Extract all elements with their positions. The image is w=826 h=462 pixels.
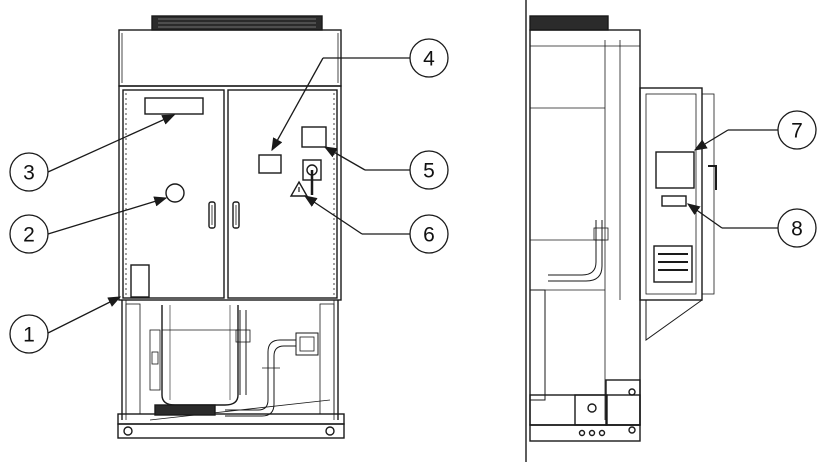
callout-5-number: 5 [423,160,435,183]
left-door-handle [208,201,216,229]
callouts [9,38,817,354]
callout-5-circle [409,150,449,190]
door-panel-frame [118,85,342,301]
compressor-section [117,300,345,439]
callout-7-number: 7 [791,120,803,143]
upper-cabinet [118,29,342,87]
callout-2-number: 2 [23,224,35,247]
side-label-8-plate [661,195,687,207]
callout-numbers: 1 2 3 4 5 6 7 8 [23,48,803,347]
front-label-4-plate [258,154,282,174]
callout-2-circle [9,214,49,254]
callout-4-number: 4 [423,48,435,71]
callout-1-circle [9,314,49,354]
front-label-5-plate [301,126,327,148]
side-label-7-plate [655,151,695,189]
right-door [227,89,338,299]
callout-6-number: 6 [423,224,435,247]
front-label-3-plate [144,97,204,115]
callout-4-circle [409,38,449,78]
top-fan-guard [151,15,323,31]
front-view [117,15,345,439]
callout-7-circle [777,110,817,150]
warning-triangle-icon [289,180,309,197]
right-door-handle [232,201,240,229]
side-view [525,0,717,462]
callout-3-circle [9,152,49,192]
side-cabinet [529,29,641,426]
callout-8-number: 8 [791,218,803,241]
callout-1-number: 1 [23,324,35,347]
callout-3-number: 3 [23,162,35,185]
disconnect-switch [302,159,322,195]
front-label-1-plate [130,264,150,298]
left-door [122,89,225,299]
front-label-2-disc [165,183,185,203]
rating-plate [653,245,693,283]
callout-8-circle [777,208,817,248]
callout-6-circle [409,214,449,254]
control-box [639,87,717,341]
